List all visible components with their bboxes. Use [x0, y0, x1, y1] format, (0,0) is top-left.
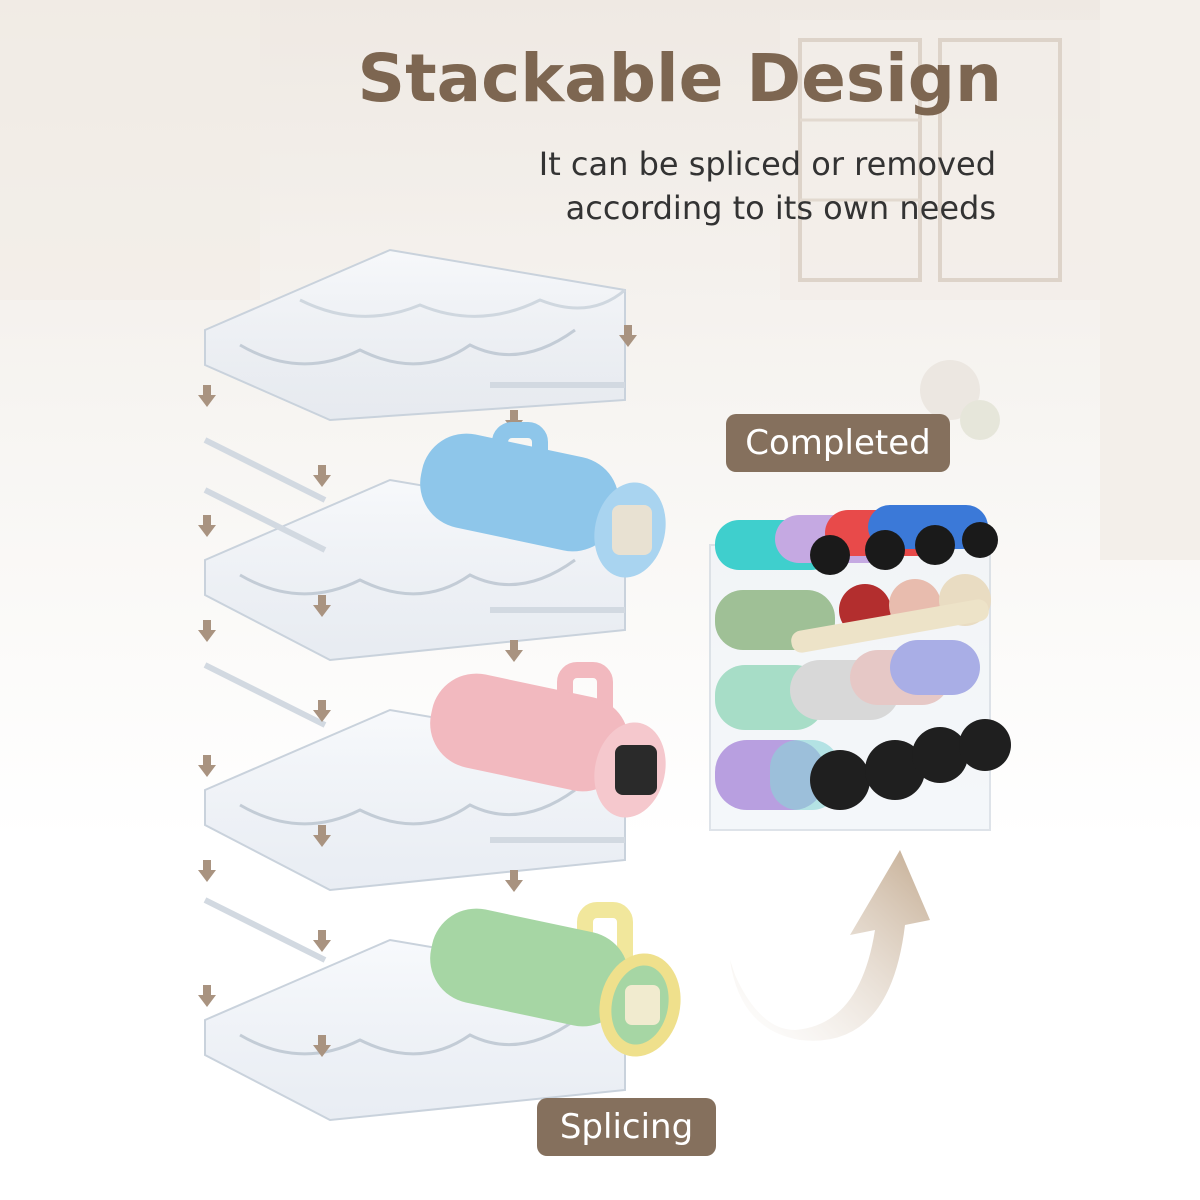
- subtitle: It can be spliced or removed according t…: [436, 142, 996, 230]
- subtitle-line-1: It can be spliced or removed: [538, 145, 996, 183]
- kitchen-background: [0, 0, 1200, 560]
- splicing-label: Splicing: [537, 1098, 716, 1156]
- subtitle-line-2: according to its own needs: [565, 189, 996, 227]
- pink-bottle: [430, 662, 666, 818]
- down-arrow-icons: [198, 325, 637, 1057]
- completed-row-1: [715, 505, 998, 575]
- page-title: Stackable Design: [357, 40, 1002, 117]
- blue-bottle: [420, 422, 666, 578]
- rack-connectors: [203, 382, 625, 963]
- completed-label: Completed: [726, 414, 950, 472]
- completed-row-4: [715, 719, 1011, 810]
- completed-row-2: [715, 574, 991, 653]
- rack-tier-1: [204, 248, 626, 422]
- curved-arrow-icon: [730, 850, 930, 1041]
- completed-row-3: [715, 640, 980, 730]
- green-bottle: [430, 902, 681, 1057]
- completed-rack: [709, 505, 1011, 831]
